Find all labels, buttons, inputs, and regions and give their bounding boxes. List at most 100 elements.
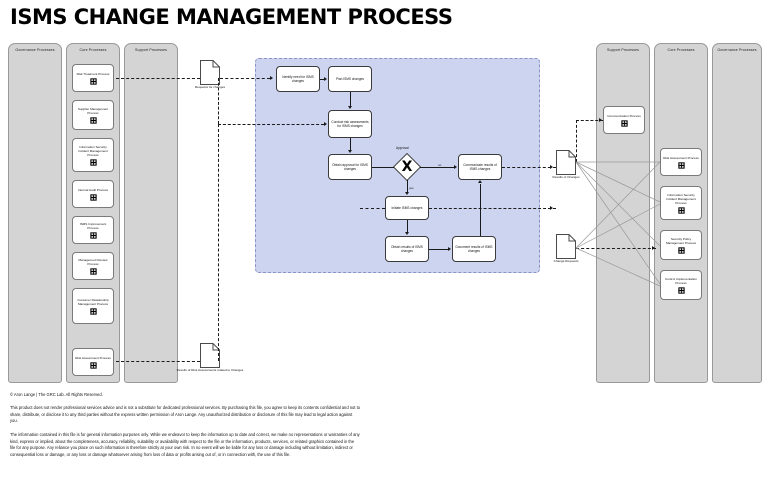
process-label: Security Policy Management Process bbox=[665, 237, 697, 246]
flow-arrow bbox=[599, 117, 602, 122]
process-box-isms-improvement[interactable]: ISMS Improvement Process bbox=[72, 216, 114, 244]
assoc-vertical-risk-results bbox=[218, 124, 219, 361]
flow-arrow bbox=[550, 205, 553, 210]
process-box-internal-audit[interactable]: Internal Audit Process bbox=[72, 180, 114, 208]
process-icon bbox=[89, 159, 97, 166]
process-box-control-implementation[interactable]: Control Implementation Process bbox=[660, 270, 702, 300]
lane-label: Governance Processes bbox=[717, 48, 757, 52]
document-requests-for-changes[interactable]: Requests for changes bbox=[195, 60, 225, 89]
assoc-results-to-core-fan bbox=[575, 161, 661, 285]
process-label: ISMS Improvement Process bbox=[79, 222, 107, 231]
activity-obtain-approval[interactable]: Obtain approval for ISMS changes bbox=[328, 154, 372, 180]
process-label: Customer Relationship Management Process bbox=[77, 298, 109, 307]
process-label: Risk Treatment Process bbox=[76, 72, 110, 77]
assoc-pool-crossing bbox=[360, 208, 385, 209]
document-risk-assessment-results[interactable]: Results of Risk Assessments related to C… bbox=[177, 343, 243, 372]
process-box-customer-relationship-management[interactable]: Customer Relationship Management Process bbox=[72, 288, 114, 324]
lane-label: Core Processes bbox=[667, 48, 695, 52]
process-label: Internal Audit Process bbox=[77, 188, 109, 193]
process-icon bbox=[89, 232, 97, 239]
flow-arrow bbox=[270, 75, 273, 80]
document-label: Change Requests bbox=[553, 259, 579, 263]
process-box-risk-treatment[interactable]: Risk Treatment Process bbox=[72, 64, 114, 92]
process-icon bbox=[677, 247, 685, 254]
process-icon bbox=[677, 162, 685, 169]
assoc-communicate-to-results-doc bbox=[502, 167, 556, 168]
document-icon bbox=[200, 60, 220, 85]
activity-obtain-results[interactable]: Obtain results of ISMS changes bbox=[385, 236, 429, 262]
lane-support-left: Support Processes bbox=[124, 43, 178, 383]
page-title: ISMS CHANGE MANAGEMENT PROCESS bbox=[10, 5, 453, 29]
document-change-requests[interactable]: Change Requests bbox=[554, 234, 578, 263]
process-label: Risk Assessment Process bbox=[663, 156, 699, 161]
activity-plan-changes[interactable]: Plan ISMS changes bbox=[328, 66, 372, 92]
gateway-approval[interactable]: X bbox=[392, 152, 422, 182]
process-icon bbox=[677, 287, 685, 294]
flow-arrow bbox=[477, 180, 482, 183]
lane-label: Support Processes bbox=[134, 48, 168, 52]
process-label: Management Review Process bbox=[78, 258, 108, 267]
process-icon bbox=[89, 308, 97, 315]
flow-arrow bbox=[454, 164, 457, 169]
assoc-to-conduct bbox=[218, 124, 324, 125]
document-label: Results of Changes bbox=[552, 175, 580, 179]
disclaimer-paragraph-2: The information contained in this file i… bbox=[10, 432, 360, 457]
process-icon bbox=[677, 207, 685, 214]
process-icon bbox=[89, 117, 97, 124]
lane-support-right: Support Processes bbox=[596, 43, 650, 383]
process-box-infosec-incident-management[interactable]: Information Security Incident Management… bbox=[72, 138, 114, 172]
process-box-management-review[interactable]: Management Review Process bbox=[72, 252, 114, 280]
assoc-change-requests-out bbox=[576, 248, 656, 249]
activity-communicate-results[interactable]: Communicate results of ISMS changes bbox=[458, 154, 502, 180]
copyright-text: © Aron Lange | The GRC Lab. All Rights R… bbox=[10, 392, 103, 397]
process-icon bbox=[89, 268, 97, 275]
flow-document-to-communicate bbox=[480, 184, 481, 236]
flow-arrow bbox=[404, 232, 409, 235]
diagram-canvas: Governance Processes Core Processes Supp… bbox=[0, 38, 768, 383]
process-icon bbox=[89, 362, 97, 369]
document-icon bbox=[200, 343, 220, 368]
lane-core-left: Core Processes bbox=[66, 43, 120, 383]
flow-arrow bbox=[347, 150, 352, 153]
process-box-communication[interactable]: Communication Process bbox=[603, 106, 645, 134]
activity-conduct-risk-assessments[interactable]: Conduct risk assessments for ISMS change… bbox=[328, 110, 372, 138]
document-results-of-changes[interactable]: Results of Changes bbox=[553, 150, 580, 179]
flow-arrow bbox=[347, 106, 352, 109]
flow-gateway-to-communicate bbox=[420, 167, 454, 168]
assoc-results-to-communication bbox=[576, 120, 603, 121]
process-label: Control Implementation Process bbox=[665, 277, 697, 286]
disclaimer-paragraph-1: This product does not render professiona… bbox=[10, 405, 360, 424]
lane-governance-right: Governance Processes bbox=[712, 43, 762, 383]
process-box-supplier-management[interactable]: Supplier Management Process bbox=[72, 100, 114, 130]
document-label: Results of Risk Assessments related to C… bbox=[176, 368, 244, 372]
process-label: Communication Process bbox=[607, 114, 641, 119]
gateway-symbol: X bbox=[401, 159, 413, 175]
process-label: Supplier Management Process bbox=[77, 107, 109, 116]
process-label: Information Security Incident Management… bbox=[78, 144, 108, 158]
process-box-infosec-incident-management-right[interactable]: Information Security Incident Management… bbox=[660, 186, 702, 220]
document-icon bbox=[556, 234, 576, 259]
activity-initiate-changes[interactable]: Initiate ISMS changes bbox=[385, 196, 429, 220]
process-label: Risk Assessment Process bbox=[75, 356, 111, 361]
activity-document-results[interactable]: Document results of ISMS changes bbox=[452, 236, 496, 262]
flow-conduct-to-approval bbox=[350, 138, 351, 150]
flow-obtain-to-document bbox=[429, 249, 448, 250]
gateway-label: Approval bbox=[396, 146, 409, 150]
assoc-initiate-to-change-requests bbox=[429, 208, 556, 209]
process-box-security-policy-management[interactable]: Security Policy Management Process bbox=[660, 230, 702, 260]
flow-identify-to-plan bbox=[320, 79, 324, 80]
lane-governance-left: Governance Processes bbox=[8, 43, 62, 383]
flow-plan-to-conduct bbox=[350, 92, 351, 106]
process-box-risk-assessment-left[interactable]: Risk Assessment Process bbox=[72, 348, 114, 376]
activity-identify-need[interactable]: Identify need for ISMS changes bbox=[276, 66, 320, 92]
flow-approval-to-gateway bbox=[372, 167, 394, 168]
flow-label-yes: yes bbox=[409, 186, 414, 190]
flow-gateway-to-initiate bbox=[407, 180, 408, 192]
flow-initiate-to-obtain-results bbox=[407, 220, 408, 232]
flow-arrow bbox=[404, 192, 409, 195]
assoc-change-requests-fan bbox=[575, 161, 661, 287]
process-icon bbox=[89, 78, 97, 85]
assoc-requests-to-identify bbox=[220, 78, 270, 79]
flow-arrow bbox=[652, 245, 655, 250]
process-box-risk-assessment-right[interactable]: Risk Assessment Process bbox=[660, 148, 702, 176]
